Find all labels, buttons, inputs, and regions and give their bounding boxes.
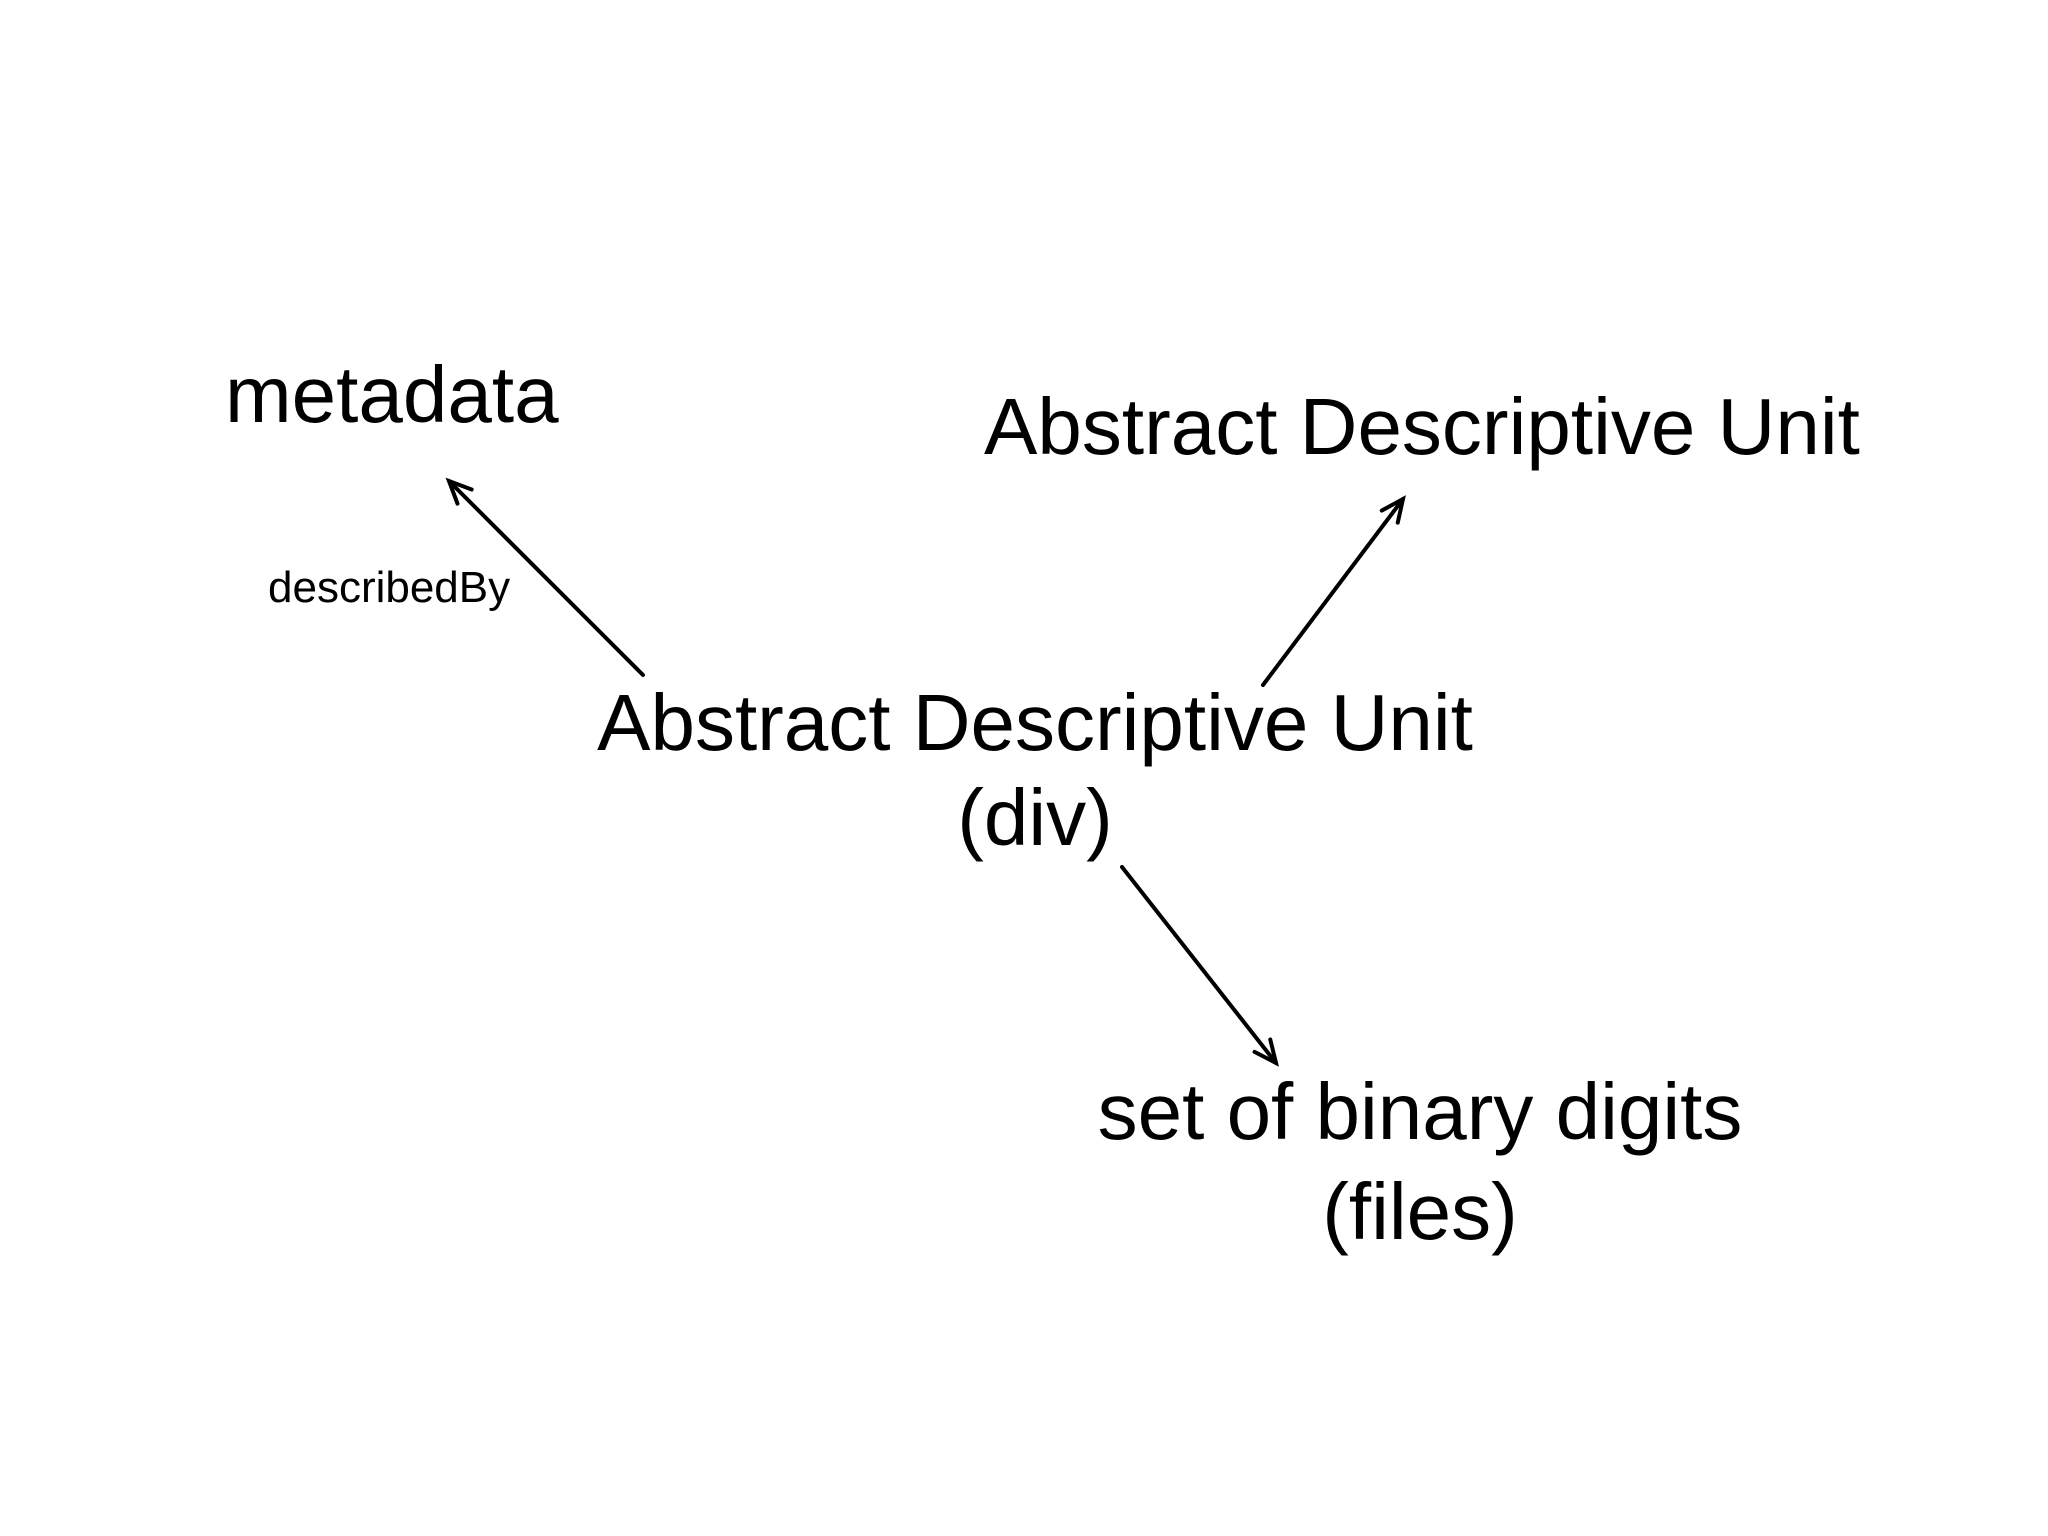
arrow-center-to-abstract-descriptive-unit	[1261, 495, 1406, 687]
node-abstract-descriptive-unit-center-line1: Abstract Descriptive Unit	[597, 678, 1473, 767]
edge-label-described-by: describedBy	[268, 563, 511, 612]
node-abstract-descriptive-unit-center-line2: (div)	[957, 773, 1113, 862]
arrow-center-to-set-of-binary-digits	[1120, 865, 1279, 1067]
node-set-of-binary-digits-line2: (files)	[1322, 1167, 1518, 1256]
node-set-of-binary-digits-line1: set of binary digits	[1097, 1067, 1743, 1156]
node-abstract-descriptive-unit-center: Abstract Descriptive Unit (div)	[597, 675, 1473, 865]
node-set-of-binary-digits: set of binary digits (files)	[1098, 1062, 1743, 1262]
node-abstract-descriptive-unit-top: Abstract Descriptive Unit	[984, 382, 1860, 471]
node-metadata: metadata	[225, 350, 559, 439]
